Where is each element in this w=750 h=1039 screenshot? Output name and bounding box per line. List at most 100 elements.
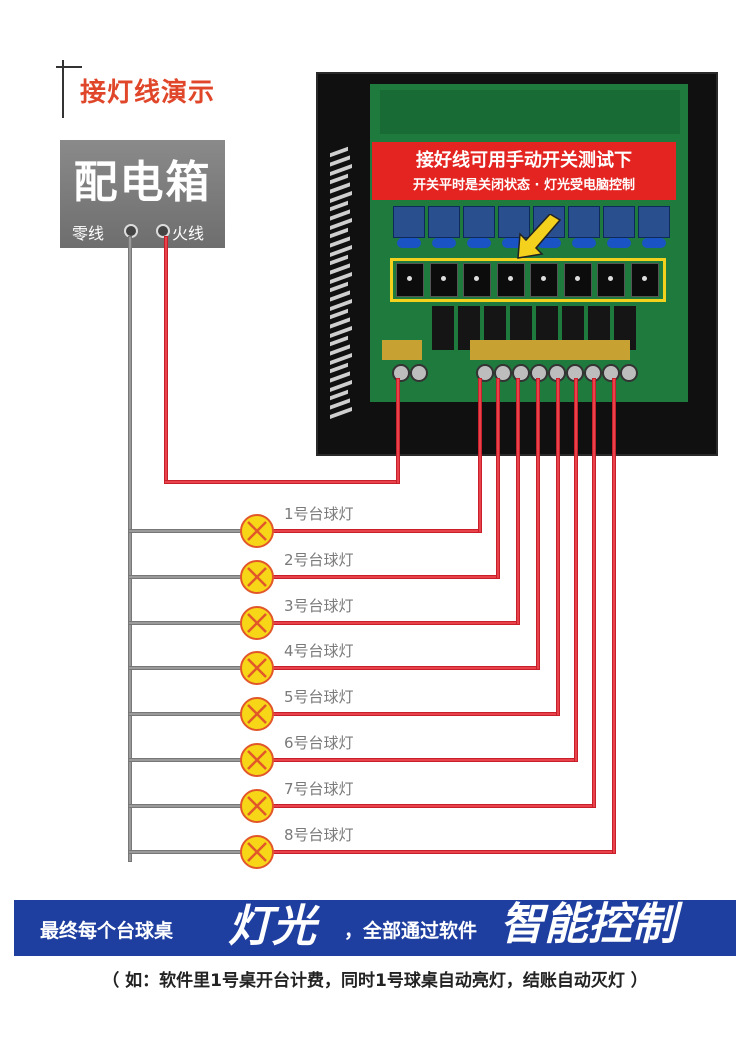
terminal-screw <box>410 364 428 382</box>
terminal-screw <box>494 364 512 382</box>
switched-live-wire <box>478 378 482 533</box>
switched-live-wire <box>536 378 540 671</box>
output-terminal-block <box>470 340 630 360</box>
relay-icon <box>428 206 460 238</box>
capacitor-icon <box>607 238 631 248</box>
neutral-branch-wire <box>128 849 245 854</box>
footer-text-2: ，全部通过软件 <box>344 920 478 942</box>
neutral-branch-wire <box>128 803 245 808</box>
switch-indicator-icon <box>474 276 479 281</box>
arrow-icon <box>517 214 562 259</box>
lamp-label: 3号台球灯 <box>284 596 354 615</box>
lamp-label: 4号台球灯 <box>284 642 354 661</box>
capacitor-icon <box>642 238 666 248</box>
capacitor-icon <box>397 238 421 248</box>
live-terminal-icon <box>156 224 170 238</box>
switched-live-wire <box>272 574 500 579</box>
lamp-icon <box>240 605 274 640</box>
rocker-switch <box>496 263 525 297</box>
relay-icon <box>638 206 670 238</box>
lamp-label: 2号台球灯 <box>284 550 354 569</box>
neutral-terminal-label: 零线 <box>72 224 105 243</box>
rocker-switch <box>429 263 458 297</box>
switch-indicator-icon <box>641 276 647 281</box>
resistor-icon <box>432 306 454 350</box>
lamp-label: 7号台球灯 <box>284 779 354 798</box>
switched-live-wire <box>556 378 560 717</box>
lamp-icon <box>240 559 274 594</box>
rocker-switch <box>597 263 625 297</box>
terminal-screw <box>512 364 530 382</box>
capacitor-icon <box>467 238 491 248</box>
capacitor-icon <box>572 238 596 248</box>
manual-switch-row <box>390 258 666 302</box>
switched-live-wire <box>272 758 578 762</box>
title-rule-vertical <box>62 60 64 118</box>
relay-icon <box>498 206 530 238</box>
terminal-screw <box>620 364 638 382</box>
lamp-label: 1号台球灯 <box>284 505 354 523</box>
relay-icon <box>463 206 495 238</box>
banner-line-2: 开关平时是关闭状态 · 灯光受电脑控制 <box>413 178 635 193</box>
distribution-box-title: 配电箱 <box>73 157 212 208</box>
terminal-screw <box>602 364 620 382</box>
switched-live-wire <box>592 378 596 808</box>
resistor-icon <box>458 306 480 350</box>
rocker-switch <box>463 263 491 297</box>
resistor-icon <box>510 306 532 350</box>
lamp-icon <box>240 788 274 823</box>
capacitor-icon <box>537 238 561 248</box>
switched-live-wire <box>612 378 616 854</box>
capacitor-icon <box>432 238 456 248</box>
neutral-branch-wire <box>128 620 245 625</box>
rocker-switch <box>630 263 659 297</box>
footer-text-1: 最终每个台球桌 <box>40 920 174 942</box>
rocker-switch <box>396 263 424 297</box>
switched-live-wire <box>272 712 560 717</box>
resistor-icon <box>588 306 610 350</box>
lamp-label: 5号台球灯 <box>284 688 354 707</box>
neutral-branch-wire <box>128 666 245 671</box>
switch-indicator-icon <box>541 276 546 281</box>
footer-banner: 最终每个台球桌 灯光 ，全部通过软件 智能控制 <box>14 899 736 956</box>
lamp-icon <box>240 834 274 869</box>
live-wire <box>164 236 168 484</box>
relay-icon <box>568 206 600 238</box>
terminal-screw <box>476 364 494 382</box>
rocker-switch <box>530 263 558 297</box>
lamp-icon <box>240 743 274 777</box>
switch-indicator-icon <box>507 276 513 281</box>
live-terminal-label: 火线 <box>172 224 205 243</box>
instruction-banner: 接好线可用手动开关测试下 开关平时是关闭状态 · 灯光受电脑控制 <box>372 142 676 200</box>
page-title: 接灯线演示 <box>80 78 216 108</box>
live-wire <box>164 480 400 484</box>
switched-live-wire <box>272 620 520 625</box>
banner-line-1: 接好线可用手动开关测试下 <box>416 150 632 171</box>
resistor-icon <box>484 306 506 350</box>
resistor-icon <box>536 306 558 350</box>
switch-indicator-icon <box>608 276 613 281</box>
neutral-branch-wire <box>128 574 245 579</box>
switch-indicator-icon <box>440 276 446 281</box>
circuit-board-header <box>380 90 680 134</box>
switch-indicator-icon <box>574 276 580 281</box>
distribution-box: 配电箱 零线 火线 <box>60 140 225 248</box>
switched-live-wire <box>496 378 500 579</box>
neutral-wire <box>128 236 132 862</box>
neutral-branch-wire <box>128 529 245 533</box>
switched-live-wire <box>272 849 616 854</box>
lamp-label: 6号台球灯 <box>284 734 354 752</box>
neutral-branch-wire <box>128 758 245 762</box>
footer-highlight-2: 智能控制 <box>500 899 676 950</box>
lamp-label: 8号台球灯 <box>284 825 354 844</box>
terminal-screw <box>392 364 410 382</box>
capacitor-icon <box>502 238 526 248</box>
lamp-icon <box>240 651 274 686</box>
switch-indicator-icon <box>407 276 412 281</box>
switched-live-wire <box>272 803 596 808</box>
switched-live-wire <box>574 378 578 762</box>
footer-highlight-1: 灯光 <box>228 901 316 952</box>
power-terminal-block <box>382 340 422 360</box>
switched-live-wire <box>516 378 520 625</box>
lamp-icon <box>240 514 274 548</box>
